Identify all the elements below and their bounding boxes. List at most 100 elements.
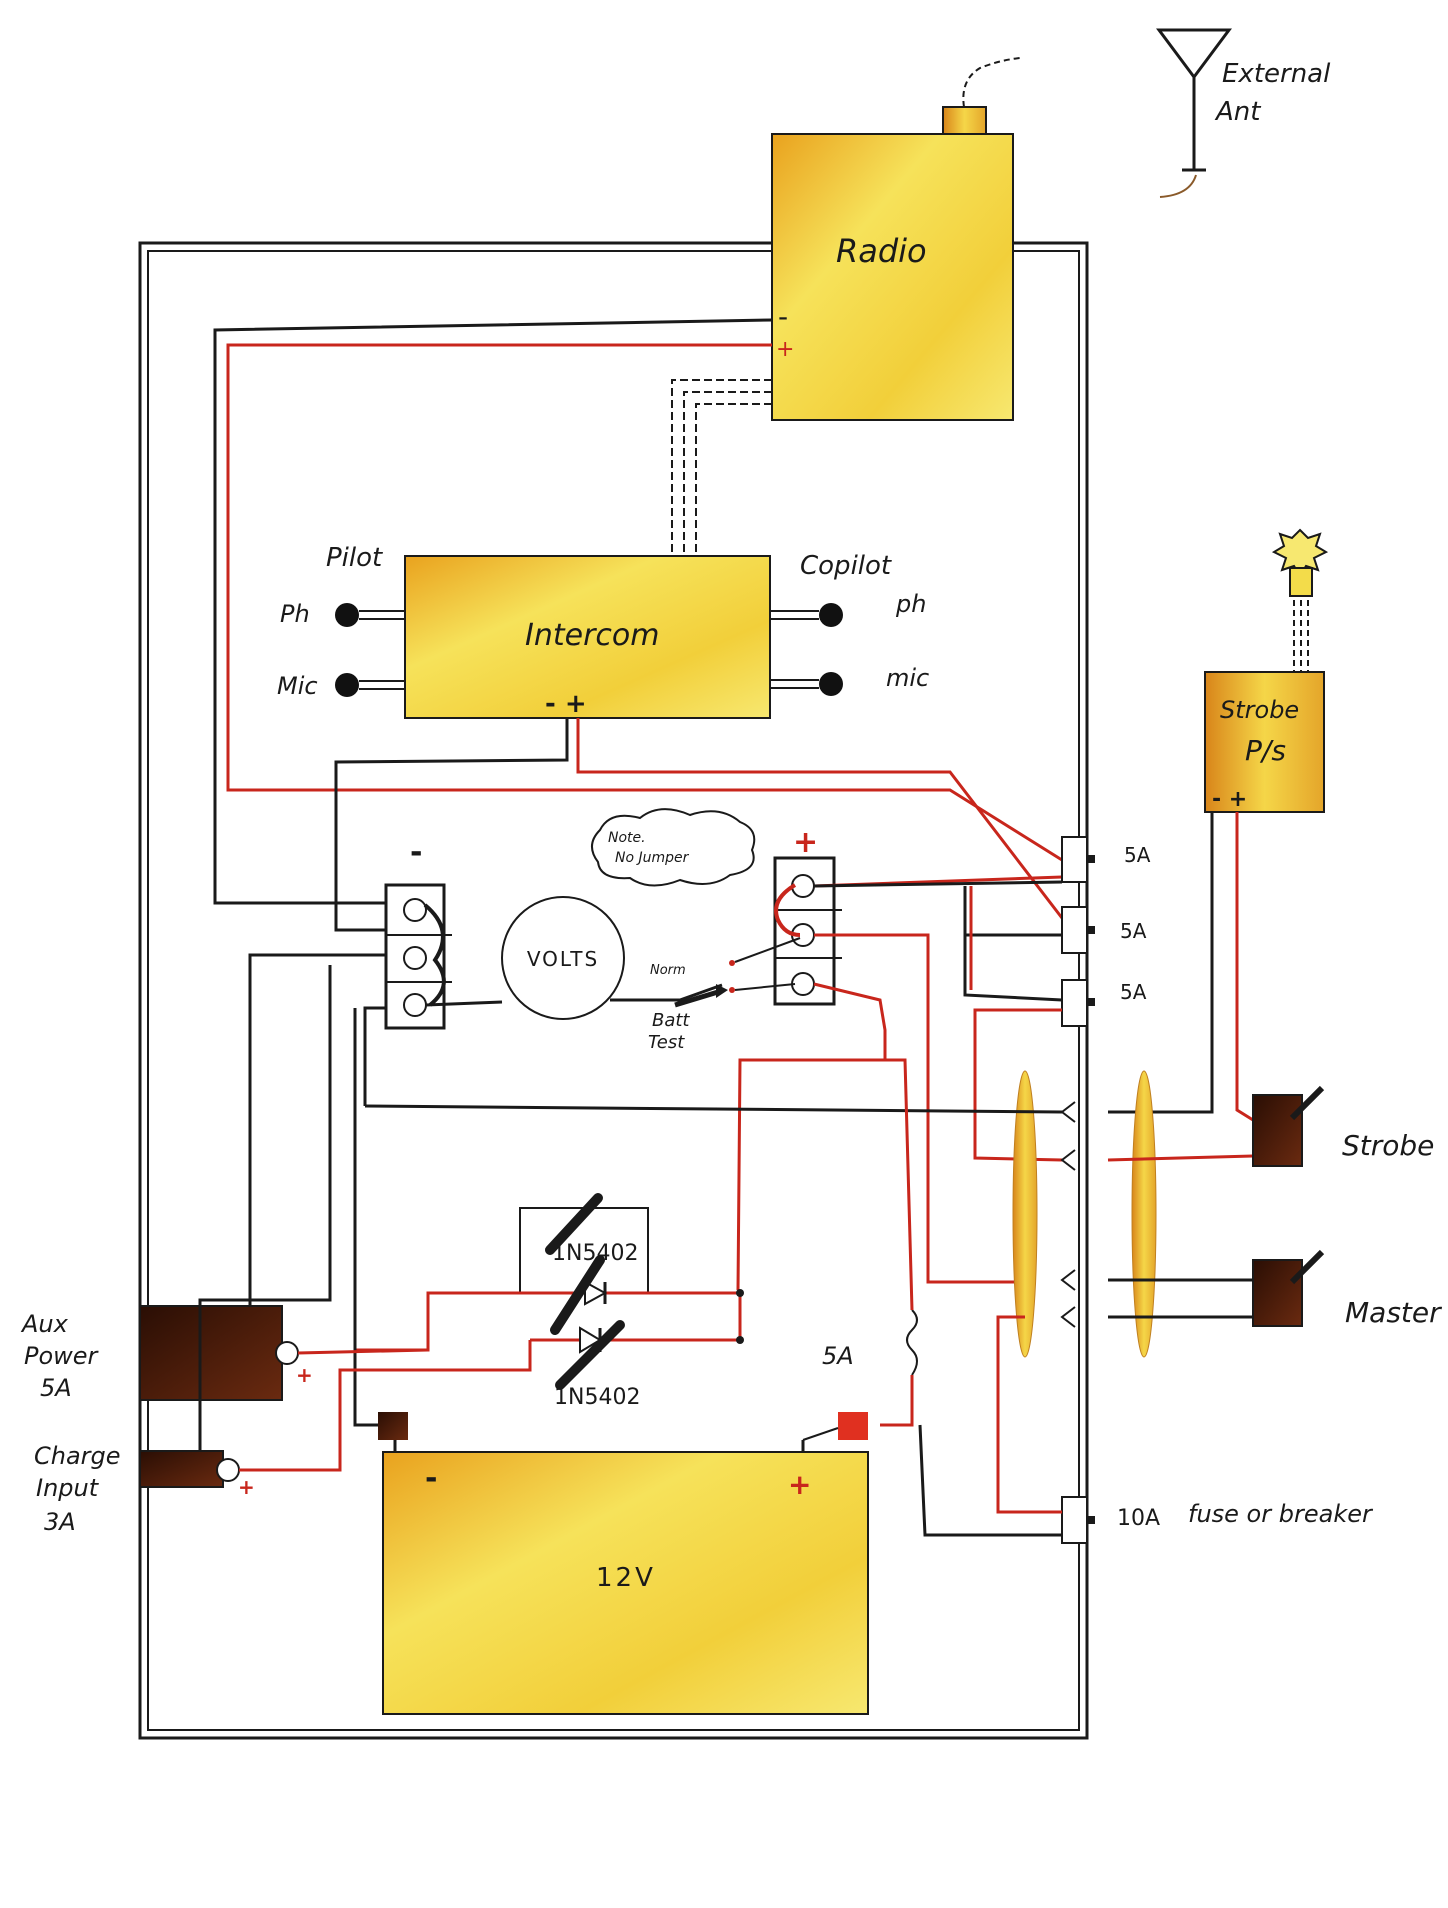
battery-plus: + (788, 1468, 811, 1501)
terminal-screw-icon (403, 946, 427, 970)
inline-fuse-upper-wire (885, 1058, 914, 1311)
radio-plus: + (776, 337, 794, 362)
wire-connector-outer (1131, 1070, 1157, 1358)
negative-bus-label: - (410, 835, 422, 870)
terminal-screw-icon (403, 993, 427, 1017)
charge-positive-wire (239, 1340, 532, 1472)
copilot-phone-jack-icon (819, 603, 843, 627)
aux-power-socket (139, 1305, 283, 1401)
note-label-1: Note. (608, 830, 646, 846)
battery-negative-terminal (378, 1412, 408, 1452)
inline-fuse-lower-wire (880, 1375, 914, 1427)
junction-dot (736, 1289, 744, 1297)
fuse-5a-1[interactable] (1061, 836, 1095, 883)
charge-input-socket (139, 1450, 224, 1488)
pilot-ph-label: Ph (280, 600, 310, 628)
intercom-negative-wire (334, 718, 569, 932)
fuse-2-label: 5A (1120, 919, 1147, 943)
copilot-mic-label: mic (886, 664, 929, 692)
battery-12v (382, 1451, 869, 1715)
antenna-cable (962, 57, 1021, 108)
inline-fuse-icon (906, 1309, 918, 1376)
inline-fuse-label: 5A (822, 1342, 854, 1370)
aux-power-label-1: Aux (20, 1310, 69, 1338)
charge-negative-wire (198, 965, 332, 1451)
batt-test-feed-wire (736, 982, 887, 1291)
terminal-screw-icon (791, 972, 815, 996)
fuse-5a-3[interactable] (1061, 979, 1095, 1027)
batt-test-label-2: Test (648, 1032, 685, 1053)
charge-plus: + (238, 1475, 255, 1499)
bus-to-fuse1-wire-black (813, 880, 1063, 888)
battery-minus: - (425, 1461, 437, 1496)
radio-box (771, 133, 1014, 421)
aux-power-terminal (275, 1341, 299, 1365)
charge-input-label-2: Input (36, 1474, 100, 1502)
terminal-screw-icon (403, 898, 427, 922)
battery-positive-terminal (801, 1412, 868, 1452)
copilot-mic-jack-icon (819, 672, 843, 696)
voltmeter-negative-wire (425, 1000, 503, 1007)
aux-positive-wire (297, 1348, 429, 1355)
fuse-3-label: 5A (1120, 980, 1147, 1004)
note-label-2: No Jumper (615, 850, 690, 866)
copilot-label: Copilot (800, 551, 892, 581)
external-ant-label-1: External (1222, 59, 1331, 89)
positive-bus-label: + (793, 825, 818, 860)
wire-connector-inner (1012, 1070, 1038, 1358)
radio-negative-wire (213, 318, 773, 905)
strobe-ps-terminals: - + (1212, 787, 1247, 812)
strobe-switch-label: Strobe (1342, 1129, 1434, 1162)
master-switch[interactable] (1252, 1249, 1325, 1327)
voltmeter-positive-wire (610, 983, 723, 1002)
fuse-10a[interactable] (1061, 1496, 1095, 1544)
radio-audio-cable (671, 379, 772, 556)
battery-to-10a-wire (918, 1424, 1062, 1537)
strobe-power-supply-box (1204, 671, 1325, 813)
bus-to-fuse2-wire (963, 886, 1062, 937)
connector-pins (1060, 1101, 1076, 1328)
positive-terminal-block (734, 856, 842, 1006)
strobe-switch[interactable] (1252, 1085, 1325, 1167)
batt-test-label-1: Batt (652, 1010, 690, 1031)
battery-negative-wire (353, 1008, 378, 1427)
strobe-ps-label-2: P/s (1245, 734, 1286, 767)
master-switch-label: Master (1345, 1296, 1442, 1329)
batt-test-switch[interactable] (674, 960, 735, 1008)
switch-norm-label: Norm (650, 963, 686, 978)
jack-wires (359, 610, 819, 690)
aux-power-label-2: Power (24, 1342, 100, 1370)
negative-terminal-block (384, 883, 452, 1030)
headset-jacks (335, 603, 843, 697)
strobe-ps-positive-wire (1235, 812, 1254, 1122)
bus-to-fuse3-wire (963, 935, 1063, 1002)
pilot-label: Pilot (326, 543, 383, 573)
diode-top-label: 1N5402 (552, 1241, 638, 1266)
pilot-mic-label: Mic (277, 672, 318, 700)
junction-dot (736, 1336, 744, 1344)
charge-input-label-1: Charge (34, 1442, 121, 1470)
fuse-5a-2[interactable] (1061, 906, 1095, 954)
intercom-label: Intercom (525, 618, 660, 653)
pilot-phone-jack-icon (335, 603, 359, 627)
aux-power-label-3: 5A (40, 1374, 72, 1402)
note-cloud (591, 808, 756, 887)
charge-input-terminal (216, 1458, 240, 1482)
diode-icon (555, 1320, 625, 1390)
diode-icon (550, 1255, 608, 1335)
intercom-terminals: - + (545, 689, 587, 719)
strobe-ps-label-1: Strobe (1220, 696, 1299, 724)
intercom-box (404, 555, 771, 719)
strobe-light-cable (1293, 600, 1309, 672)
aux-plus: + (296, 1363, 313, 1387)
ground-return-wire (364, 1104, 1063, 1114)
intercom-positive-wire (576, 718, 1064, 919)
voltmeter (501, 896, 625, 1020)
master-switch-feed-wire (814, 933, 1025, 1284)
battery-label: 12V (596, 1563, 656, 1593)
voltmeter-label: VOLTS (527, 947, 599, 971)
fuse-1-label: 5A (1124, 843, 1151, 867)
radio-minus: - (778, 300, 788, 333)
ground-return-wire-2 (363, 1006, 386, 1106)
